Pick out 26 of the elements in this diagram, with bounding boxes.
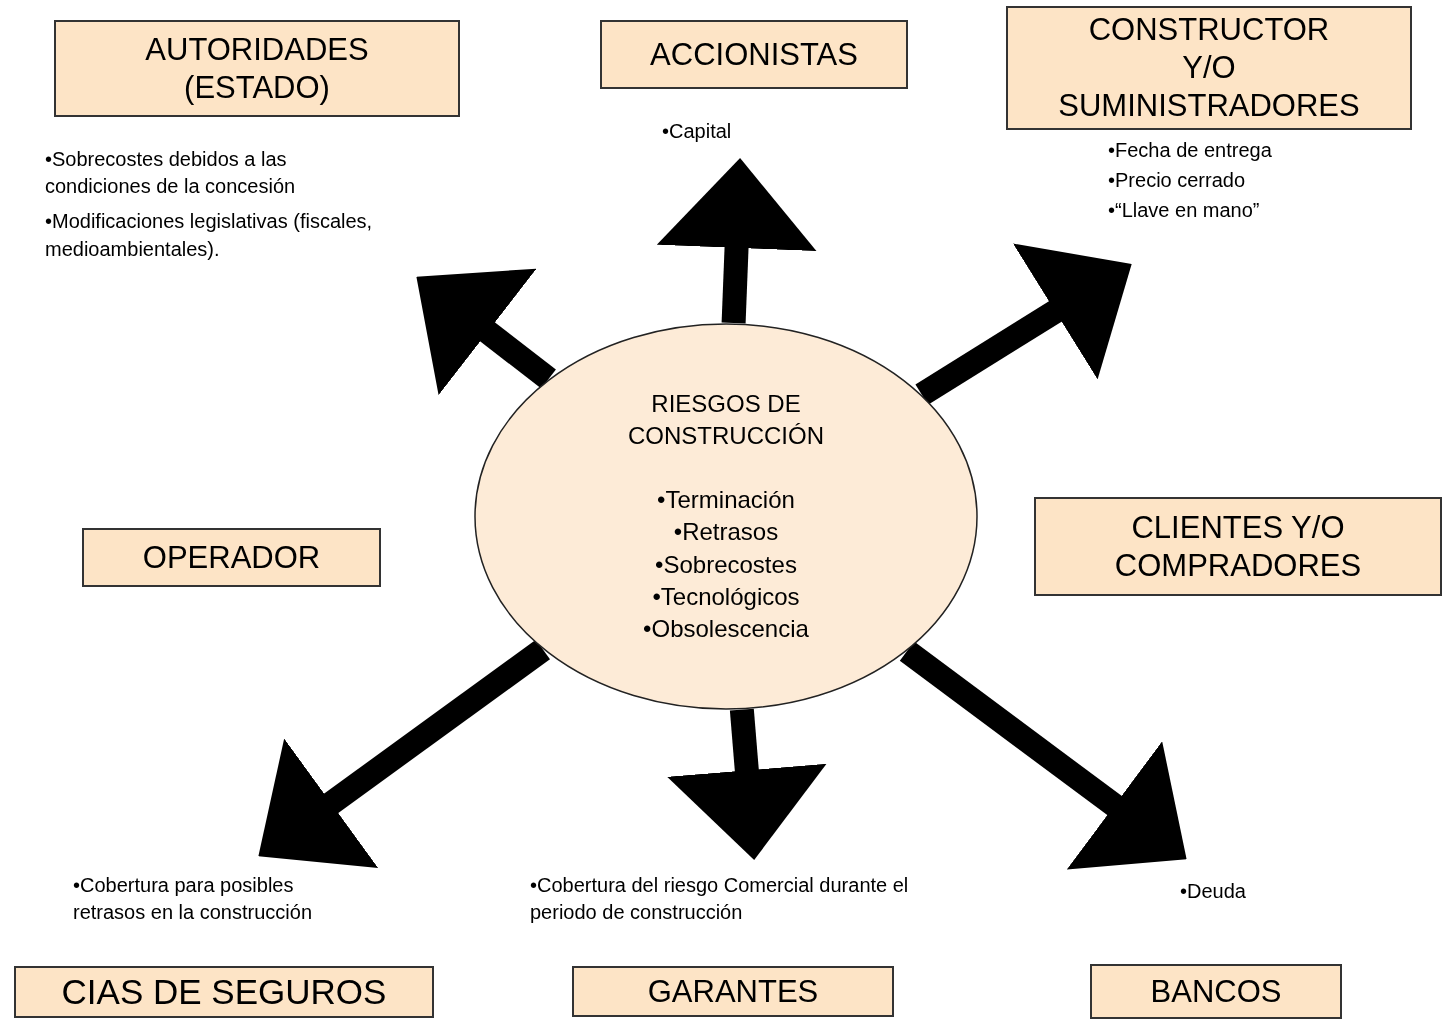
bullet-note: •Sobrecostes debidos a las condiciones de la concesión — [45, 147, 297, 200]
bullet-note: •Fecha de entrega — [1108, 138, 1273, 163]
block-arrow — [667, 708, 827, 860]
bullet-note: •Modificaciones legislativas (fiscales, medioambientales). — [45, 209, 374, 262]
stakeholder-box: GARANTES — [572, 966, 894, 1017]
stakeholder-box: OPERADOR — [82, 528, 381, 587]
block-arrow — [656, 158, 817, 324]
risk-item: •Obsolescencia — [643, 613, 809, 644]
bullet-note: •Precio cerrado — [1108, 168, 1247, 193]
bullet-note: •Cobertura para posibles retrasos en la construcción — [73, 873, 313, 926]
risk-item: •Retrasos — [673, 517, 779, 548]
risk-item: •Tecnológicos — [652, 581, 800, 612]
risk-title: RIESGOS DE CONSTRUCCIÓN — [628, 388, 824, 452]
risk-ellipse — [474, 323, 978, 710]
risk-item: •Terminación — [657, 485, 795, 516]
bullet-note: •Deuda — [1180, 879, 1247, 904]
stakeholder-box: ACCIONISTAS — [600, 20, 908, 89]
bullet-note: •Capital — [662, 119, 733, 144]
stakeholder-box: BANCOS — [1090, 964, 1342, 1019]
risk-item: •Sobrecostes — [655, 549, 797, 580]
stakeholder-box: CONSTRUCTOR Y/O SUMINISTRADORES — [1006, 6, 1412, 130]
bullet-note: •Cobertura del riesgo Comercial durante el periodo de construcción — [530, 873, 910, 926]
stakeholder-box: CLIENTES Y/O COMPRADORES — [1034, 497, 1442, 596]
stakeholder-box: AUTORIDADES (ESTADO) — [54, 20, 460, 117]
bullet-note: •“Llave en mano” — [1108, 198, 1261, 223]
stakeholder-box: CIAS DE SEGUROS — [14, 966, 434, 1018]
